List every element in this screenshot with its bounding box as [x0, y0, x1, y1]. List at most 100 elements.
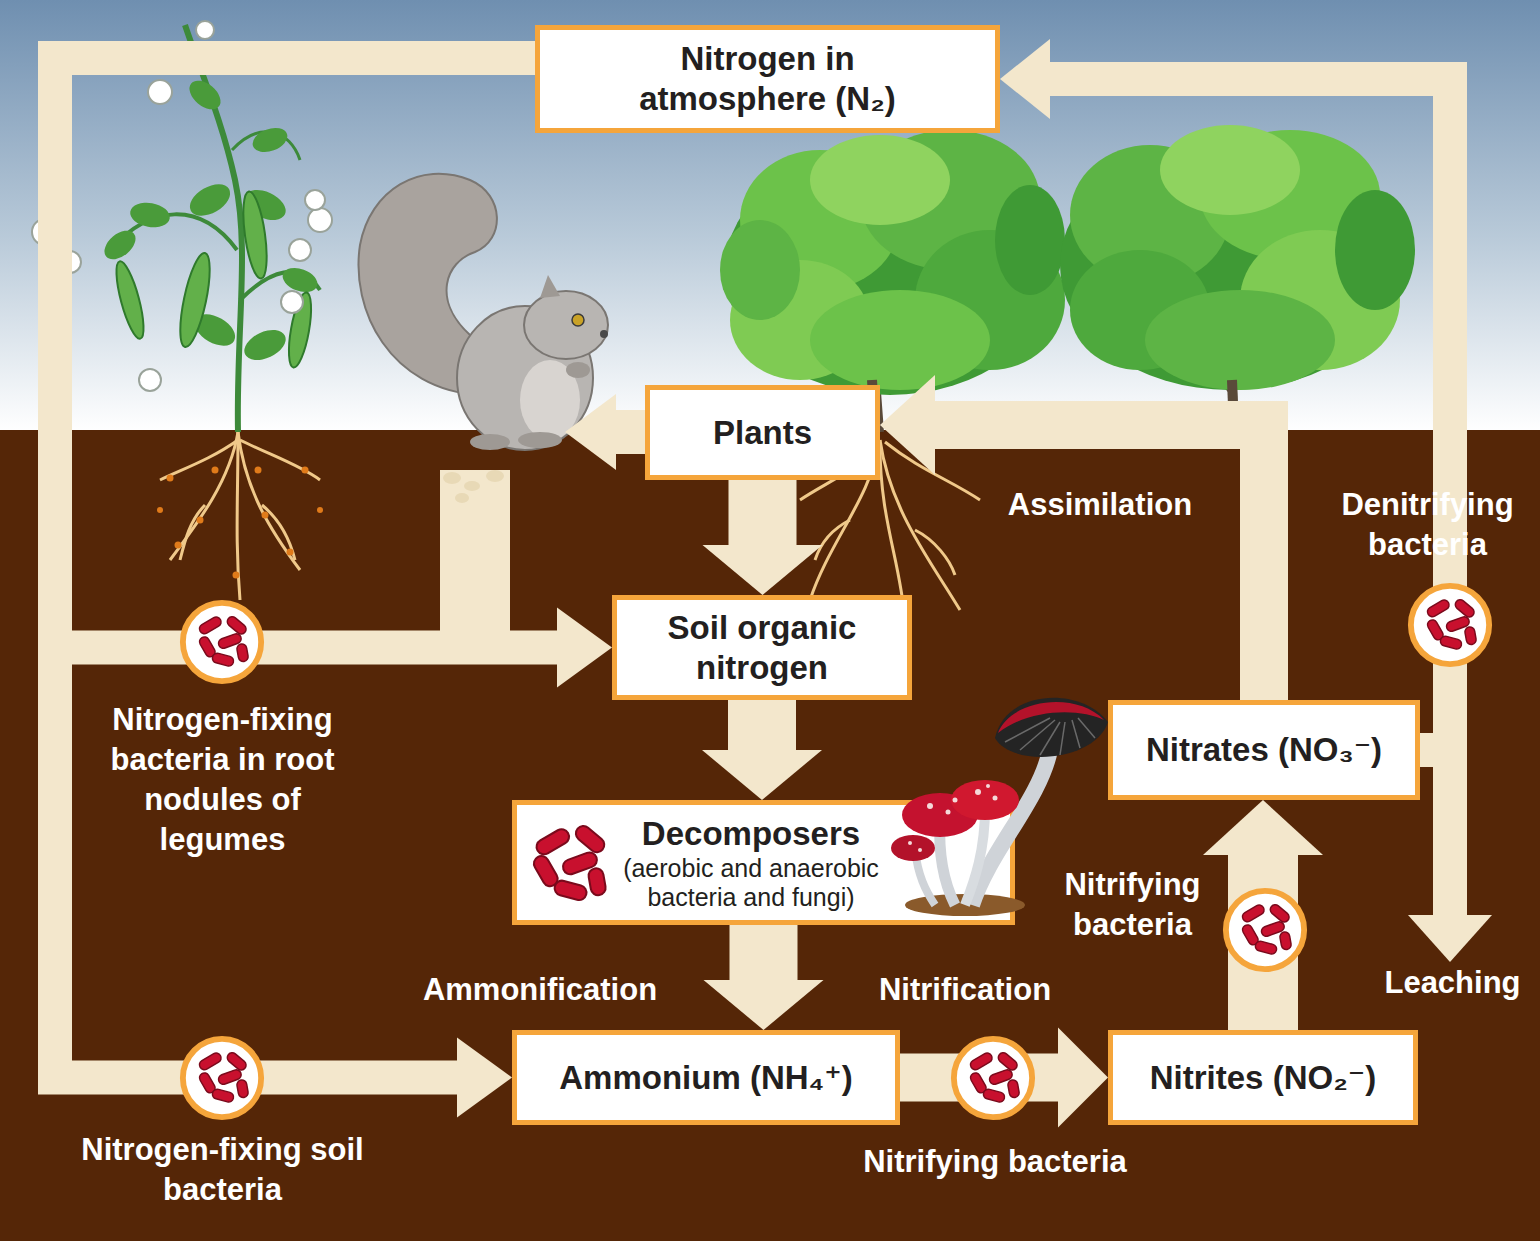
mushrooms: [1040, 722, 1060, 755]
flow-arrow: [880, 375, 1264, 700]
process-label: Leaching: [1370, 963, 1535, 1003]
mushrooms: [891, 835, 935, 861]
pea-flowers: [289, 239, 311, 261]
arrow-shaft: [728, 700, 796, 752]
squirrel: [518, 432, 562, 448]
pool-name: Decomposers: [642, 814, 860, 854]
flow-arrow: [1203, 800, 1323, 1030]
squirrel: [359, 174, 609, 450]
soil: [0, 430, 1540, 1241]
arrow-head: [880, 375, 935, 475]
tree: [720, 220, 800, 320]
tree: [1335, 190, 1415, 310]
pea-flowers: [308, 208, 332, 232]
root-nodules: [233, 572, 240, 579]
tree-roots: [915, 530, 955, 575]
tree: [995, 185, 1065, 295]
bacteria-badge: [1226, 891, 1304, 969]
pea-leaves: [184, 178, 235, 223]
flow-arrow: [702, 700, 822, 800]
pea-plant: [32, 21, 332, 600]
flow-band: [565, 394, 616, 470]
tree: [810, 290, 990, 390]
mushrooms: [915, 850, 935, 905]
pool-box: Decomposers(aerobic and anaerobic bacter…: [512, 800, 1015, 925]
pea-pods: [239, 190, 271, 280]
droppings: [464, 481, 480, 491]
flow-band: [443, 394, 1492, 962]
pea-roots: [170, 432, 238, 560]
mushrooms: [975, 789, 981, 795]
pea-roots: [240, 440, 320, 480]
arrow-head: [557, 608, 612, 688]
mushrooms: [1005, 718, 1095, 755]
arrow-head: [1058, 1028, 1108, 1128]
mushrooms: [953, 798, 958, 803]
pea-flowers: [32, 21, 332, 391]
pool-box: Ammonium (NH₄⁺): [512, 1030, 900, 1125]
pool-box: Soil organic nitrogen: [612, 595, 912, 700]
root-nodules: [157, 507, 163, 513]
droppings: [443, 470, 504, 503]
mushrooms: [1078, 718, 1095, 738]
pea-leaves: [240, 324, 291, 366]
root-nodules: [197, 517, 204, 524]
squirrel: [540, 275, 560, 298]
mushrooms: [927, 803, 933, 809]
arrow-head: [703, 545, 823, 595]
tree: [1145, 290, 1335, 390]
process-label: Ammonification: [395, 970, 685, 1010]
tree-roots: [815, 520, 850, 560]
edge-layer: [55, 39, 1450, 1128]
pea-leaves: [128, 200, 172, 231]
pea-flowers: [305, 190, 325, 210]
pea-leaves: [99, 75, 321, 366]
mushrooms: [1020, 720, 1055, 750]
pool-name: Nitrates (NO₃⁻): [1146, 730, 1382, 770]
pea-leaves: [279, 264, 320, 297]
root-nodules: [157, 467, 323, 579]
pool-name: Ammonium (NH₄⁺): [559, 1058, 852, 1098]
root-nodules: [255, 467, 262, 474]
bacteria-badge: [954, 1039, 1032, 1117]
arrow-shaft: [933, 425, 1264, 700]
droppings: [486, 470, 504, 482]
flow-band: [612, 410, 645, 454]
pool-box: Nitrites (NO₂⁻): [1108, 1030, 1418, 1125]
arrow-head: [704, 980, 824, 1030]
pea-pods: [174, 251, 215, 349]
flow-arrow: [703, 480, 823, 595]
flow-arrow: [1000, 39, 1450, 750]
mushrooms: [972, 750, 1050, 905]
process-label: Denitrifying bacteria: [1315, 485, 1540, 565]
pea-roots: [160, 432, 320, 600]
pea-leaves: [249, 124, 290, 157]
mushrooms: [998, 702, 1104, 733]
squirrel: [470, 434, 510, 450]
arrow-head: [1203, 800, 1323, 855]
arrow-shaft: [1048, 79, 1450, 750]
arrow-shaft: [729, 480, 797, 547]
tree: [1060, 125, 1415, 432]
tree-roots: [880, 445, 905, 620]
mushrooms: [995, 698, 1108, 757]
arrow-shaft: [55, 58, 535, 1078]
root-nodules: [212, 467, 219, 474]
squirrel: [600, 330, 608, 338]
flow-band: [1433, 758, 1467, 918]
process-label: Nitrifying bacteria: [1035, 865, 1230, 945]
bacteria-badge: [1411, 586, 1489, 664]
pool-name: Soil organic nitrogen: [652, 608, 872, 688]
droppings: [443, 472, 461, 484]
mushrooms: [908, 784, 998, 852]
pea-flowers: [139, 369, 161, 391]
mushrooms: [1072, 720, 1080, 748]
pea-flowers: [148, 80, 172, 104]
root-nodules: [167, 475, 174, 482]
flow-arrow: [704, 925, 824, 1030]
mushrooms: [908, 841, 912, 845]
flow-band: [1408, 915, 1492, 962]
arrow-head: [457, 1038, 512, 1118]
root-nodules: [287, 549, 294, 556]
